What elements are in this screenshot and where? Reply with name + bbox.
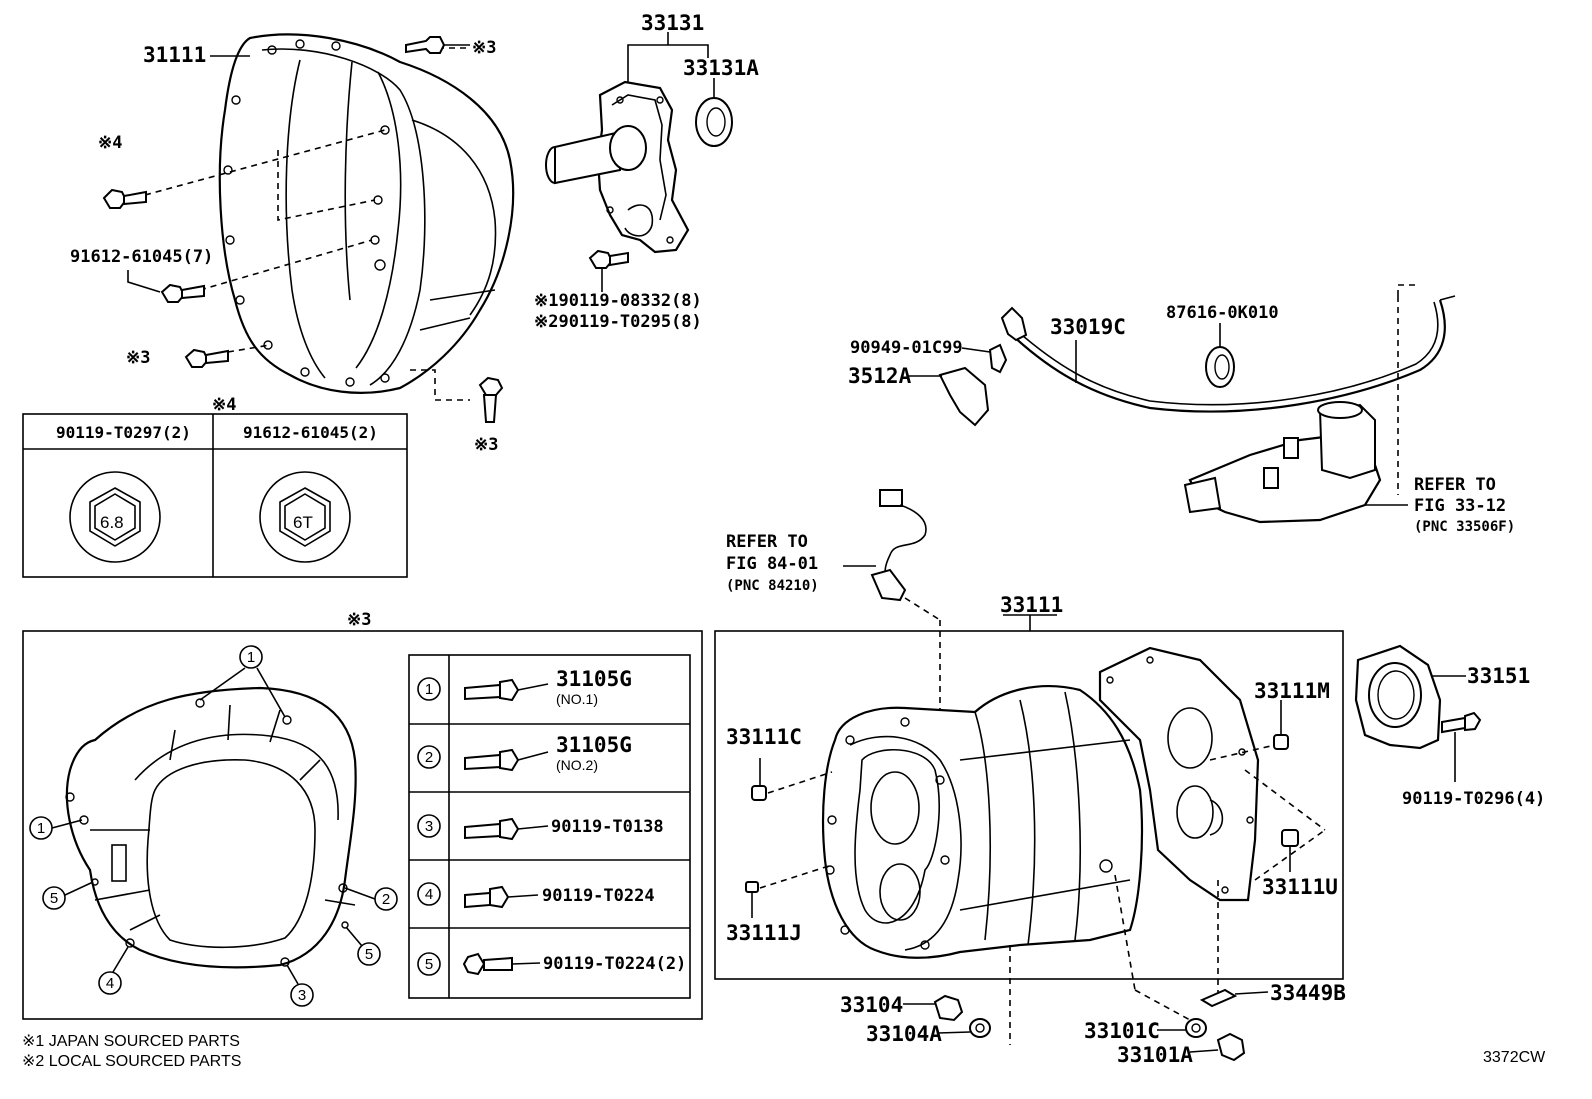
refer1-line3: (PNC 33506F) — [1414, 519, 1515, 535]
label-90119-08332: ※190119-08332(8) — [534, 291, 702, 311]
clip-33449B — [1199, 988, 1269, 1008]
row-num-5: 5 — [425, 956, 433, 973]
clip-87616-0K010 — [1205, 323, 1235, 388]
rear-retainer-33151 — [1354, 644, 1466, 750]
label-33101C: 33101C — [1084, 1019, 1160, 1043]
box-mark4 — [22, 413, 408, 578]
box4-col1-part: 90119-T0297(2) — [56, 423, 191, 442]
speedometer-cable-33019C — [1000, 284, 1456, 495]
figure-code: 3372CW — [1483, 1049, 1546, 1066]
label-mark3-top: ※3 — [472, 38, 496, 58]
label-33111: 33111 — [1000, 593, 1063, 617]
label-33019C: 33019C — [1050, 315, 1126, 339]
oil-seal-33131A — [695, 78, 733, 147]
bolt-mark3-top — [405, 36, 470, 54]
clamp-3512A — [908, 366, 990, 427]
bolt-90119-T0296 — [1441, 711, 1482, 782]
plug-33101A — [1189, 1032, 1246, 1062]
box3-mark: ※3 — [347, 610, 371, 630]
label-90949-01C99: 90949-01C99 — [850, 338, 963, 358]
label-33111J: 33111J — [726, 921, 802, 945]
label-90119-T0296: 90119-T0296(4) — [1402, 789, 1545, 809]
label-87616-0K010: 87616-0K010 — [1166, 303, 1279, 323]
bolt-mark4-left — [102, 188, 147, 209]
label-33111M: 33111M — [1254, 679, 1330, 703]
box4-mark: ※4 — [212, 395, 236, 415]
callout-2: 2 — [382, 891, 390, 908]
refer2-line3: (PNC 84210) — [726, 578, 819, 594]
label-33131A: 33131A — [683, 56, 759, 80]
label-33111C: 33111C — [726, 725, 802, 749]
bearing-retainer-33131 — [545, 32, 709, 254]
label-91612-61045-7: 91612-61045(7) — [70, 247, 213, 267]
box4-head-mark-1: 6.8 — [100, 513, 124, 532]
bolt-90119-08332 — [588, 249, 629, 292]
callout-1-top: 1 — [247, 649, 255, 666]
refer1-line1: REFER TO — [1414, 475, 1496, 495]
refer2-line2: FIG 84-01 — [726, 554, 818, 574]
label-mark3-bottom: ※3 — [474, 435, 498, 455]
clutch-housing-31111 — [144, 33, 515, 401]
plug-33104 — [903, 994, 964, 1022]
callout-3: 3 — [298, 987, 306, 1004]
row2-sub: (NO.2) — [556, 757, 598, 773]
box4-col2-part: 91612-61045(2) — [243, 423, 378, 442]
label-31111: 31111 — [143, 43, 206, 67]
row-num-3: 3 — [425, 818, 433, 835]
box-mark3 — [22, 630, 703, 1020]
speed-sensor — [843, 489, 941, 710]
label-33151: 33151 — [1467, 664, 1530, 688]
refer2-line1: REFER TO — [726, 532, 808, 552]
speedometer-driven-housing — [1183, 401, 1408, 524]
label-3512A: 3512A — [848, 364, 912, 388]
callout-1-left: 1 — [37, 820, 45, 837]
refer1-line2: FIG 33-12 — [1414, 496, 1506, 516]
label-33104: 33104 — [840, 993, 903, 1017]
label-33104A: 33104A — [866, 1022, 942, 1046]
label-mark4: ※4 — [98, 133, 122, 153]
label-33449B: 33449B — [1270, 981, 1346, 1005]
row-num-1: 1 — [425, 681, 433, 698]
label-90119-T0295: ※290119-T0295(8) — [534, 312, 702, 332]
box3-callouts: 1 1 2 5 5 4 3 1 2 3 4 5 — [37, 649, 433, 1004]
row1-sub: (NO.1) — [556, 691, 598, 707]
callout-5-right: 5 — [365, 946, 373, 963]
note-local-sourced: ※2 LOCAL SOURCED PARTS — [22, 1053, 241, 1070]
note-japan-sourced: ※1 JAPAN SOURCED PARTS — [22, 1033, 240, 1050]
row4-part: 90119-T0224 — [542, 886, 655, 906]
bolt-mark3-bottom-left — [184, 348, 229, 368]
transmission-case-33111 — [714, 614, 1344, 1045]
bolt-90949-01C99 — [961, 343, 1008, 374]
gasket-33104A — [937, 1018, 991, 1038]
row-num-4: 4 — [425, 886, 433, 903]
box4-head-mark-2: 6T — [293, 513, 313, 532]
row1-part: 31105G — [556, 667, 632, 691]
row3-part: 90119-T0138 — [551, 817, 664, 837]
bolt-91612-61045 — [127, 270, 205, 303]
label-mark3-left: ※3 — [126, 348, 150, 368]
gasket-33101C — [1157, 1018, 1207, 1038]
row5-part: 90119-T0224(2) — [543, 954, 686, 974]
label-33101A: 33101A — [1117, 1043, 1193, 1067]
label-33131: 33131 — [641, 11, 704, 35]
row2-part: 31105G — [556, 733, 632, 757]
callout-4: 4 — [106, 975, 114, 992]
label-33111U: 33111U — [1262, 875, 1338, 899]
row-num-2: 2 — [425, 749, 433, 766]
bolt-mark3-bottom — [478, 376, 504, 423]
callout-5-left: 5 — [50, 890, 58, 907]
